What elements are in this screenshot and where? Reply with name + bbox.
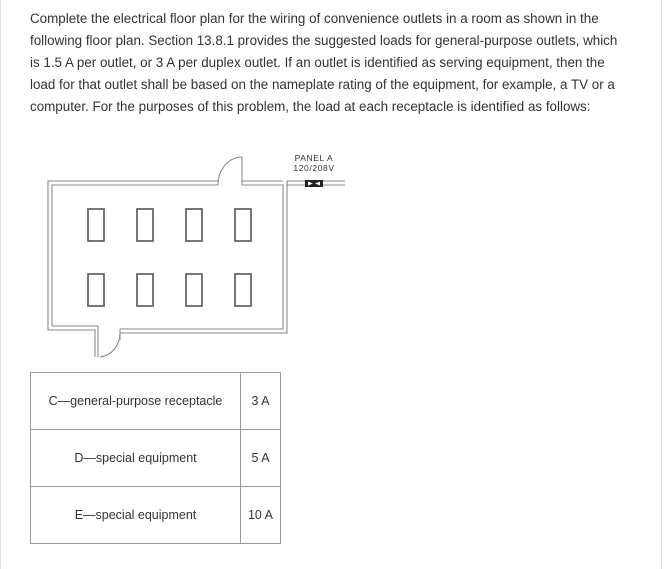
- desk-1-3: [185, 208, 203, 242]
- load-description: E—special equipment: [30, 486, 241, 544]
- desk-1-4: [234, 208, 252, 242]
- load-value: 3 A: [240, 372, 281, 430]
- electrical-floor-plan: [47, 156, 345, 358]
- load-value: 5 A: [240, 429, 281, 487]
- panel-label: PANEL A 120/208V: [288, 153, 340, 173]
- problem-statement: Complete the electrical floor plan for t…: [30, 11, 618, 114]
- table-row: D—special equipment 5 A: [30, 429, 281, 487]
- load-value: 10 A: [240, 486, 281, 544]
- outer-wall: [47, 180, 218, 357]
- receptacle-load-table: C—general-purpose receptacle 3 A D—speci…: [30, 372, 281, 544]
- load-description: D—special equipment: [30, 429, 241, 487]
- load-description: C—general-purpose receptacle: [30, 372, 241, 430]
- inner-wall: [51, 184, 218, 357]
- panel-a-symbol: [305, 180, 323, 187]
- desk-2-1: [87, 273, 105, 307]
- desks: [87, 208, 252, 307]
- desk-2-3: [185, 273, 203, 307]
- table-row: E—special equipment 10 A: [30, 486, 281, 544]
- desk-1-1: [87, 208, 105, 242]
- desk-1-2: [136, 208, 154, 242]
- bottom-door-swing: [99, 332, 121, 358]
- desk-2-4: [234, 273, 252, 307]
- desk-2-2: [136, 273, 154, 307]
- table-row: C—general-purpose receptacle 3 A: [30, 372, 281, 430]
- top-door-swing: [217, 156, 243, 186]
- panel-voltage: 120/208V: [293, 163, 335, 173]
- panel-name: PANEL A: [294, 153, 334, 163]
